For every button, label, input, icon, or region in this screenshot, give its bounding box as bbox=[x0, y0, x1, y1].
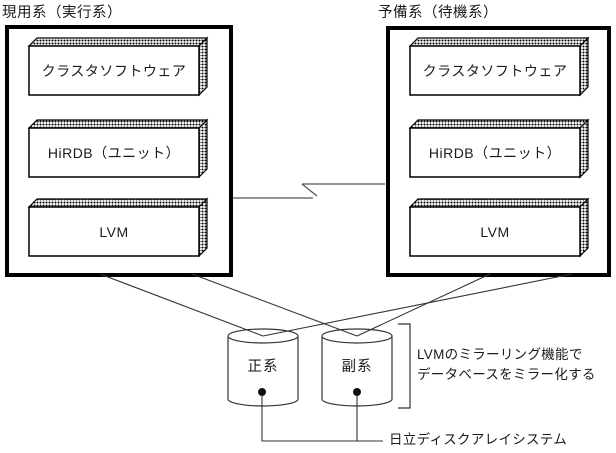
standby-layer-hirdb-unit: HiRDB（ユニット） bbox=[408, 118, 590, 179]
box-front-face bbox=[28, 127, 200, 178]
primary-disk-label: 正系 bbox=[248, 358, 279, 375]
secondary-disk-anchor-dot bbox=[353, 388, 361, 396]
network-link bbox=[233, 183, 385, 199]
node-disk-links bbox=[99, 273, 573, 337]
box-right-face bbox=[579, 118, 589, 179]
cylinder-body bbox=[227, 337, 299, 407]
active-layer-label: クラスタソフトウェア bbox=[42, 63, 187, 79]
box-right-face bbox=[579, 36, 589, 97]
box-right-face bbox=[198, 36, 208, 97]
standby-system-title: 予備系（待機系） bbox=[378, 4, 498, 21]
box-front-face bbox=[28, 206, 200, 257]
mirroring-bracket bbox=[398, 323, 411, 409]
active-layer-hirdb-unit: HiRDB（ユニット） bbox=[27, 118, 209, 179]
standby-to-secondary-link bbox=[356, 273, 491, 337]
standby-layer-lvm: LVM bbox=[408, 197, 590, 258]
box-right-face bbox=[198, 118, 208, 179]
secondary-disk-label: 副系 bbox=[342, 358, 373, 375]
active-layer-lvm: LVM bbox=[27, 197, 209, 258]
box-top-face bbox=[408, 198, 590, 208]
box-front-face bbox=[409, 127, 581, 178]
standby-layer-cluster-software: クラスタソフトウェア bbox=[408, 36, 590, 97]
mirroring-note-line1: LVMのミラーリング機能で bbox=[417, 347, 583, 362]
standby-layer-label: LVM bbox=[480, 224, 509, 240]
active-layer-label: LVM bbox=[99, 224, 128, 240]
primary-disk-anchor-dot bbox=[258, 388, 266, 396]
box-right-face bbox=[579, 197, 589, 258]
box-front-face bbox=[409, 45, 581, 96]
active-to-secondary-link bbox=[191, 273, 358, 337]
active-layer-label: HiRDB（ユニット） bbox=[48, 145, 180, 161]
box-front-face bbox=[28, 45, 200, 96]
primary-leader-line bbox=[261, 395, 383, 442]
active-layer-cluster-software: クラスタソフトウェア bbox=[27, 36, 209, 97]
active-to-primary-link bbox=[99, 273, 264, 337]
box-top-face bbox=[27, 198, 209, 208]
box-top-face bbox=[408, 119, 590, 129]
box-right-face bbox=[198, 197, 208, 258]
active-system-title: 現用系（実行系） bbox=[2, 4, 122, 21]
standby-to-primary-link bbox=[262, 273, 573, 337]
network-break-slash bbox=[301, 183, 318, 197]
box-front-face bbox=[409, 206, 581, 257]
mirroring-note-line2: データベースをミラー化する bbox=[417, 366, 596, 382]
box-top-face bbox=[408, 37, 590, 47]
standby-layer-label: クラスタソフトウェア bbox=[423, 63, 568, 79]
disk-array-label: 日立ディスクアレイシステム bbox=[389, 431, 567, 447]
box-top-face bbox=[27, 119, 209, 129]
disk-array-leader bbox=[258, 388, 383, 442]
standby-layer-label: HiRDB（ユニット） bbox=[429, 145, 561, 161]
box-top-face bbox=[27, 37, 209, 47]
